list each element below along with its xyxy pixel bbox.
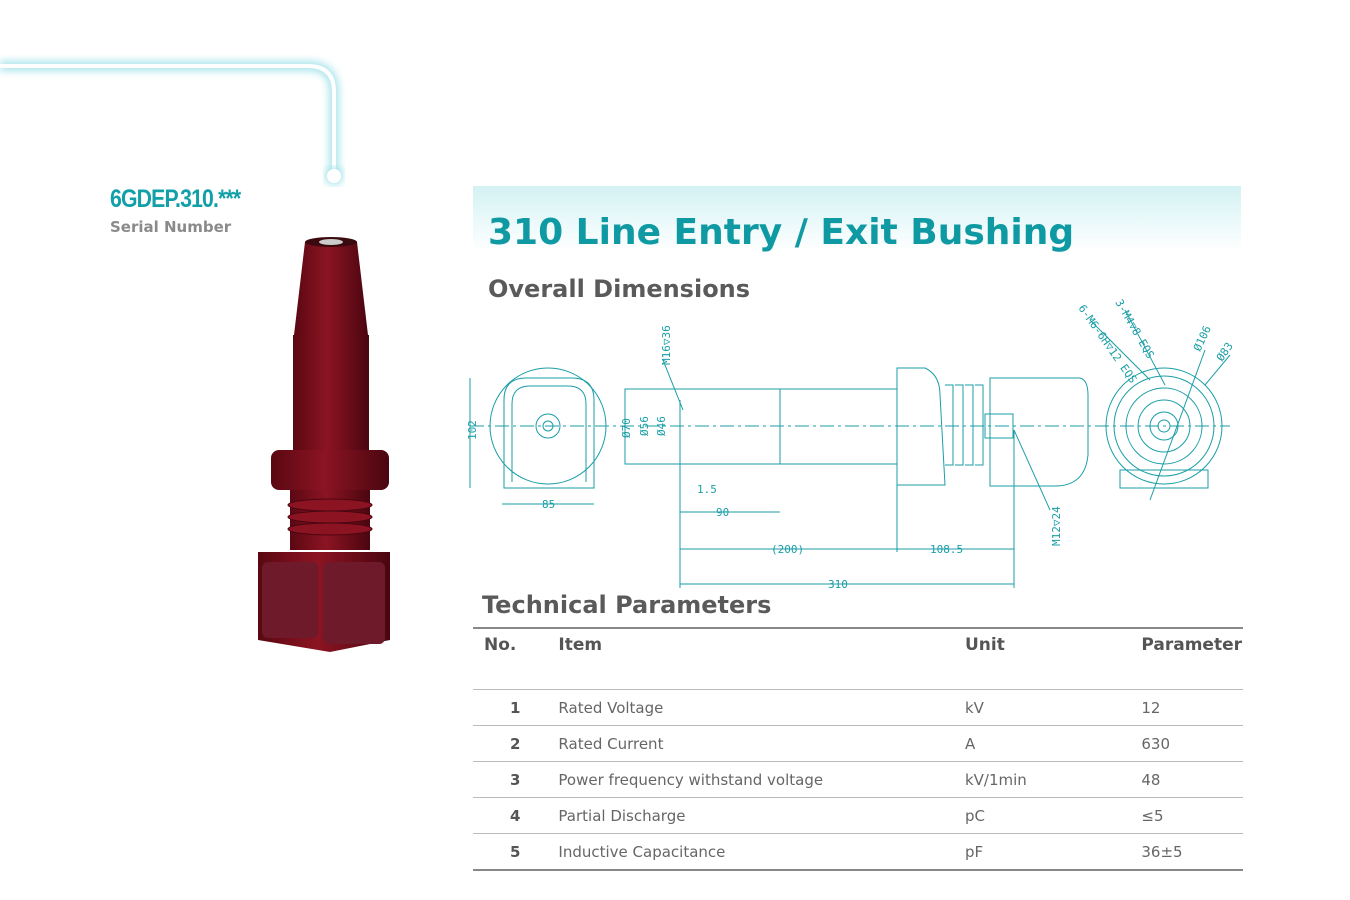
cell-parameter: 12 bbox=[1140, 689, 1243, 726]
cell-item: Inductive Capacitance bbox=[558, 842, 726, 861]
serial-number-label: Serial Number bbox=[110, 218, 232, 236]
cell-no: 1 bbox=[473, 689, 558, 726]
dimension-labels: 102 85 Ø70 Ø56 Ø46 M16▽36 1.5 90 (200) 1… bbox=[466, 297, 1236, 591]
cell-unit: pF bbox=[964, 842, 984, 861]
dim-d56: Ø56 bbox=[638, 416, 651, 436]
col-unit: Unit bbox=[963, 628, 1141, 690]
technical-parameters-heading: Technical Parameters bbox=[482, 591, 772, 619]
dim-d46: Ø46 bbox=[655, 416, 668, 436]
col-item: Item bbox=[557, 628, 964, 690]
dimension-drawing bbox=[469, 309, 1231, 588]
cell-parameter: 630 bbox=[1140, 725, 1243, 762]
cell-no: 2 bbox=[473, 725, 558, 762]
dim-d83: Ø83 bbox=[1214, 340, 1236, 364]
table-header-row: No. Item Unit Parameter bbox=[473, 628, 1243, 690]
cell-item: Partial Discharge bbox=[557, 797, 964, 834]
cell-unit: pC bbox=[963, 797, 1141, 834]
dim-90: 90 bbox=[716, 506, 729, 519]
title-banner bbox=[473, 186, 1241, 252]
dim-85: 85 bbox=[542, 498, 555, 511]
cell-no: 4 bbox=[473, 797, 558, 834]
cell-item: Rated Current bbox=[557, 725, 964, 762]
cell-item: Rated Voltage bbox=[557, 689, 964, 726]
dim-m12: M12▽24 bbox=[1050, 506, 1063, 546]
cell-parameter: 48 bbox=[1140, 761, 1243, 798]
dim-d70: Ø70 bbox=[620, 418, 633, 438]
cell-unit: kV/1min bbox=[963, 761, 1141, 798]
cell-unit: kV bbox=[963, 689, 1141, 726]
col-parameter: Parameter bbox=[1140, 628, 1243, 690]
serial-number: 6GDEP.310.*** bbox=[110, 185, 241, 213]
table-row: 5 Inductive Capacitance pF 36±5 bbox=[473, 834, 1243, 871]
dim-108-5: 108.5 bbox=[930, 543, 963, 556]
dim-200: (200) bbox=[771, 543, 804, 556]
cell-no: 5 bbox=[509, 842, 521, 861]
dim-m16: M16▽36 bbox=[660, 325, 673, 365]
col-no: No. bbox=[473, 628, 558, 690]
dim-d106: Ø106 bbox=[1191, 324, 1214, 354]
cell-parameter: 36±5 bbox=[1141, 842, 1183, 861]
cell-no: 3 bbox=[473, 761, 558, 798]
cell-unit: A bbox=[963, 725, 1141, 762]
decorative-connector-line bbox=[0, 61, 343, 185]
cell-item: Power frequency withstand voltage bbox=[557, 761, 964, 798]
dim-102: 102 bbox=[466, 420, 479, 440]
dim-1-5: 1.5 bbox=[697, 483, 717, 496]
dim-310: 310 bbox=[828, 578, 848, 591]
page-title: 310 Line Entry / Exit Bushing bbox=[488, 212, 1075, 253]
product-image-bushing bbox=[258, 237, 390, 652]
cell-parameter: ≤5 bbox=[1140, 797, 1243, 834]
overall-dimensions-heading: Overall Dimensions bbox=[488, 275, 751, 303]
